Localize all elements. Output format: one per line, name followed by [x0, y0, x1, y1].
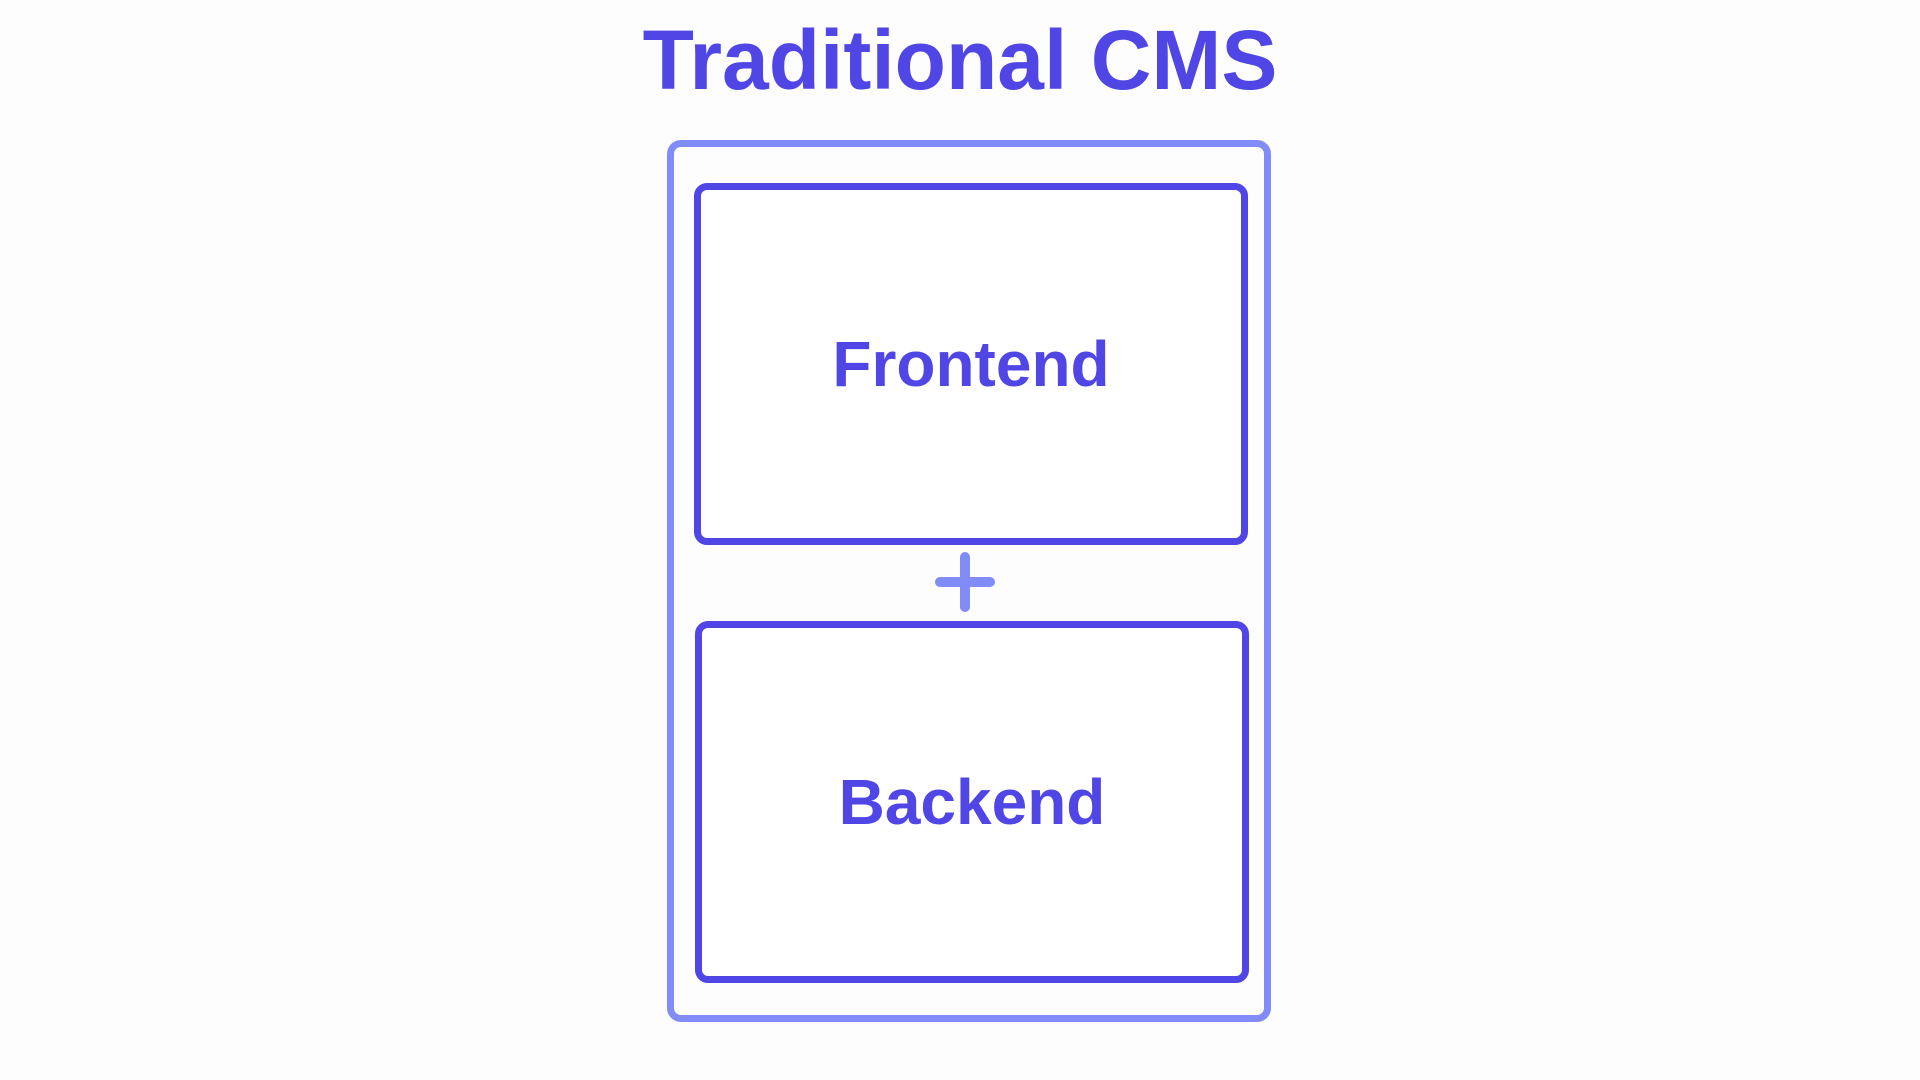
diagram-title: Traditional CMS: [642, 13, 1278, 107]
plus-icon: [935, 552, 995, 612]
backend-label: Backend: [838, 766, 1106, 838]
frontend-label: Frontend: [832, 328, 1110, 400]
cms-container-box: [667, 140, 1271, 1022]
plus-icon-vertical-bar: [960, 552, 970, 612]
frontend-box: Frontend: [694, 183, 1248, 545]
backend-box: Backend: [695, 621, 1249, 983]
